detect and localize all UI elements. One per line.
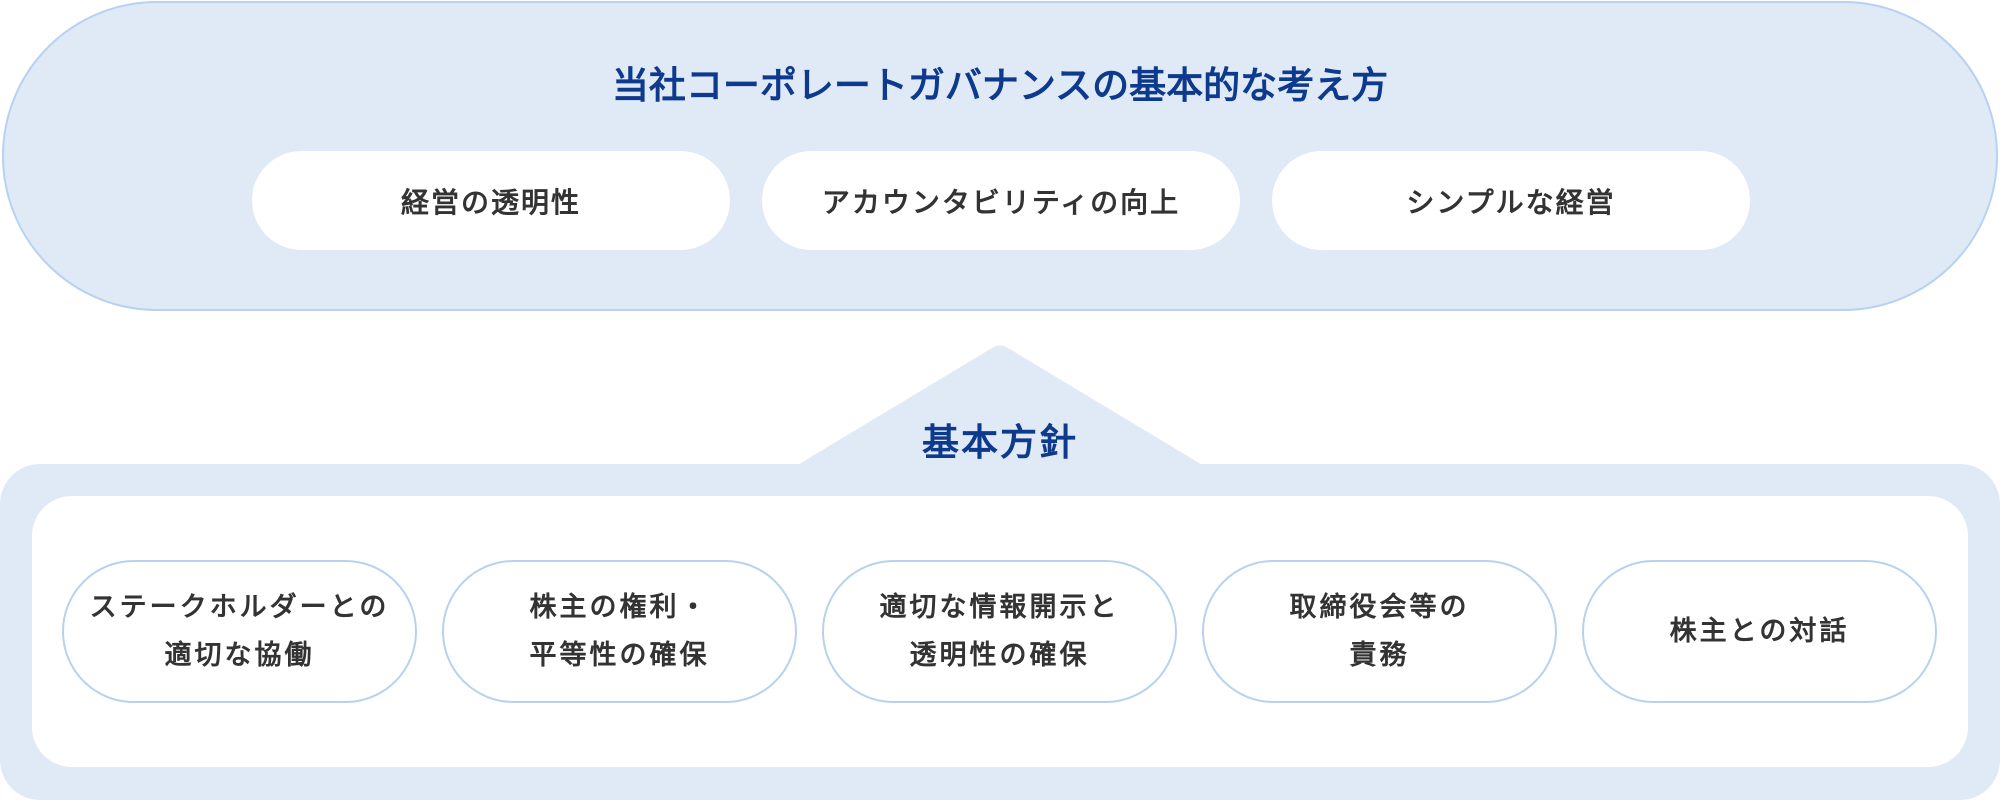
policy-item-stakeholder-cooperation: ステークホルダーとの 適切な協働 — [62, 560, 417, 703]
policy-item-label: ステークホルダーとの 適切な協働 — [89, 591, 390, 671]
principle-label: アカウンタビリティの向上 — [821, 185, 1181, 219]
policy-item-disclosure: 適切な情報開示と 透明性の確保 — [822, 560, 1177, 703]
principle-simple-management: シンプルな経営 — [1272, 151, 1750, 250]
principle-label: 経営の透明性 — [400, 185, 581, 219]
policy-item-board-responsibilities: 取締役会等の 責務 — [1202, 560, 1557, 703]
policy-item-shareholder-rights: 株主の権利・ 平等性の確保 — [442, 560, 797, 703]
policy-item-shareholder-dialogue: 株主との対話 — [1582, 560, 1937, 703]
roof-arrow-shape — [796, 345, 1204, 466]
policy-item-label: 適切な情報開示と 透明性の確保 — [879, 591, 1120, 671]
philosophy-title: 当社コーポレートガバナンスの基本的な考え方 — [611, 64, 1389, 107]
basic-policy-title: 基本方針 — [922, 421, 1078, 464]
principle-accountability: アカウンタビリティの向上 — [762, 151, 1240, 250]
policy-item-label: 株主の権利・ 平等性の確保 — [529, 591, 710, 671]
policy-item-label: 株主との対話 — [1669, 615, 1850, 647]
principle-transparency: 経営の透明性 — [252, 151, 730, 250]
policy-item-label: 取締役会等の 責務 — [1289, 591, 1470, 671]
principle-label: シンプルな経営 — [1406, 185, 1616, 219]
